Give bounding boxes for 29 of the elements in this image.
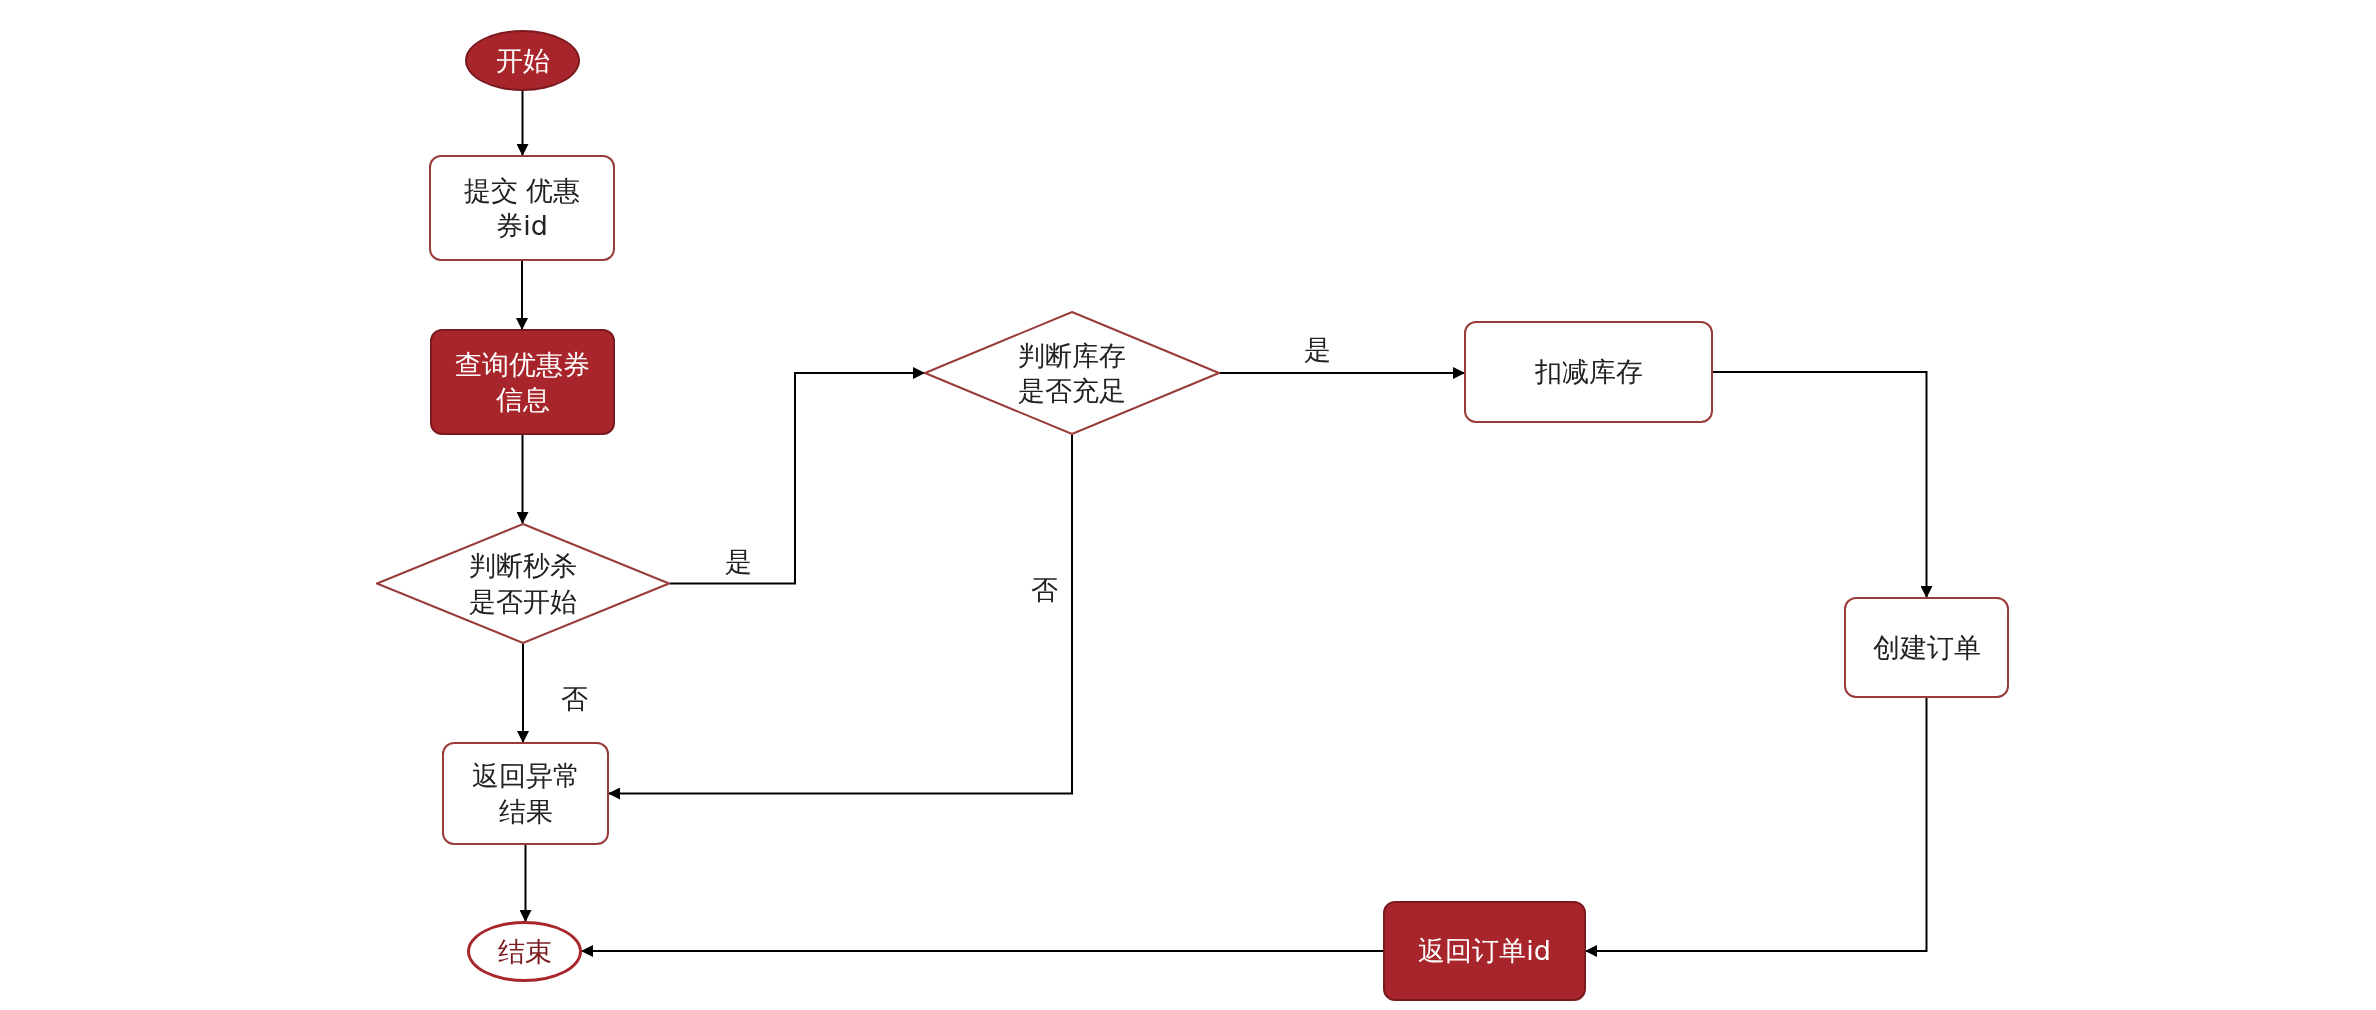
decision-diamond [376, 523, 670, 644]
node-text: 查询优惠券信息 [454, 347, 591, 417]
arrow [516, 260, 528, 330]
node-text: 创建订单 [1872, 630, 1981, 665]
arrow [1712, 371, 1933, 598]
arrow [516, 434, 529, 524]
node-text: 结束 [497, 934, 552, 969]
process-box [442, 742, 609, 845]
process-box [1464, 321, 1713, 423]
node-text: 提交 优惠券id [462, 173, 582, 243]
decision-diamond [924, 311, 1220, 435]
node-text: 返回订单id [1418, 934, 1551, 969]
node-text: 返回异常结果 [470, 759, 581, 829]
node-text: 开始 [495, 43, 550, 78]
process-box [1383, 901, 1586, 1001]
arrow [581, 945, 1384, 957]
arrow [517, 643, 529, 743]
node-text: 判断秒杀是否开始 [468, 549, 578, 619]
process-box [430, 329, 615, 435]
arrow [1219, 367, 1465, 379]
node-text: 判断库存是否充足 [1017, 338, 1127, 408]
arrow [1585, 697, 1928, 957]
arrow [519, 844, 532, 922]
arrow [608, 434, 1073, 800]
process-box [429, 155, 615, 261]
node-text: 扣减库存 [1534, 355, 1643, 390]
arrow [516, 90, 529, 156]
process-box [1844, 597, 2009, 698]
arrow [669, 367, 925, 585]
